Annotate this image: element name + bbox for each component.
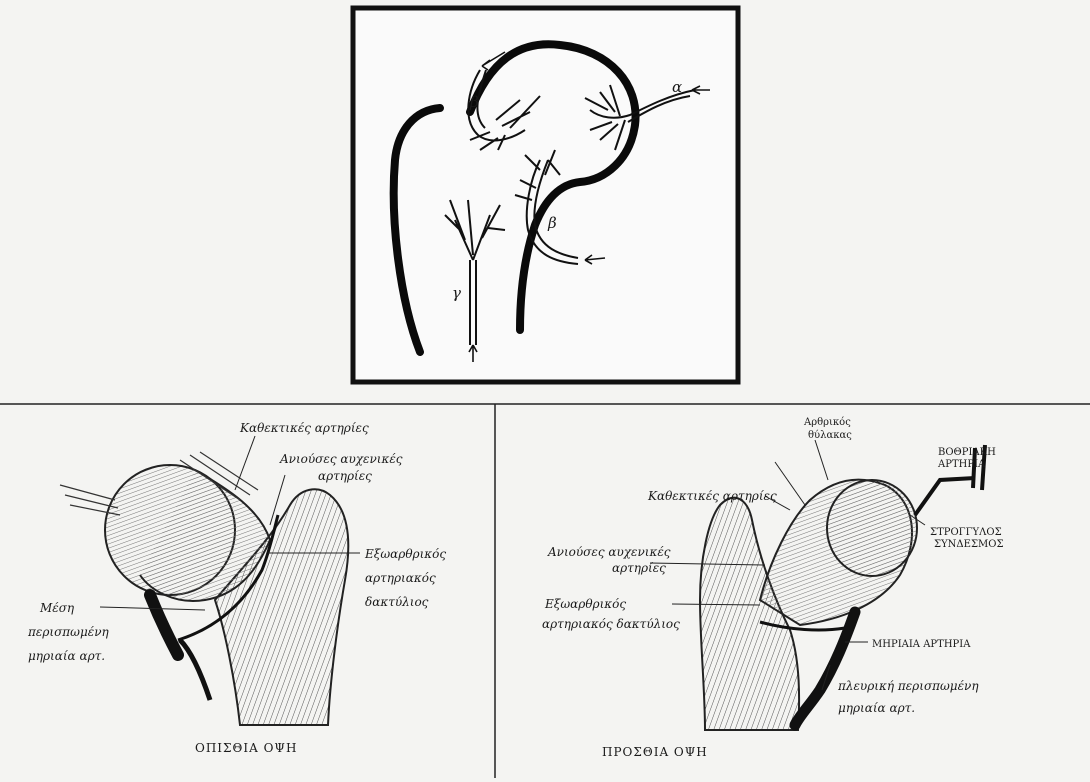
label-beta-right: β (547, 214, 557, 232)
posterior-label-extracapsular-2: αρτηριακός (365, 571, 436, 585)
posterior-view-caption: ΟΠΙΣΘΙΑ ΟΨΗ (195, 741, 297, 755)
anterior-label-foveal-1: ΒΟΘΡΙΑΚΗ (938, 447, 996, 458)
posterior-label-retinacular: Καθεκτικές αρτηρίες (239, 421, 369, 435)
posterior-medial-circumflex-artery (150, 595, 178, 655)
anterior-label-capsule-1: Αρθρικός (803, 417, 851, 428)
anterior-label-lateral-2: μηριαία αρτ. (838, 701, 915, 715)
posterior-label-ascending-1: Ανιούσες αυχενικές (279, 452, 403, 466)
anterior-label-femoral-artery: ΜΗΡΙΑΙΑ ΑΡΤΗΡΙΑ (872, 639, 971, 650)
anterior-view-caption: ΠΡΟΣΘΙΑ ΟΨΗ (602, 745, 708, 759)
anterior-label-ascending-1: Ανιούσες αυχενικές (547, 545, 671, 559)
label-gamma: γ (452, 284, 461, 302)
posterior-label-extracapsular-1: Εξωαρθρικός (364, 547, 446, 561)
posterior-label-extracapsular-3: δακτύλιος (365, 595, 429, 609)
anterior-label-foveal-2: ΑΡΤΗΡΙΑ (937, 459, 986, 470)
anterior-femoral-head (827, 480, 917, 576)
anterior-label-extracapsular-1: Εξωαρθρικός (544, 597, 626, 611)
label-alpha: α (672, 78, 682, 96)
anterior-label-ligament-1: ΣΤΡΟΓΓΥΛΟΣ (930, 527, 1002, 538)
anterior-label-extracapsular-2: αρτηριακός δακτύλιος (542, 617, 680, 631)
blood-supply-schematic: β α β γ (353, 8, 738, 382)
anterior-foveal-artery-branch (915, 478, 975, 515)
anterior-label-lateral-1: πλευρική περισπωμένη (837, 679, 979, 693)
posterior-view-panel: Καθεκτικές αρτηρίες Ανιούσες αυχενικές α… (27, 421, 446, 755)
posterior-label-ascending-2: αρτηρίες (318, 469, 372, 483)
posterior-label-medial-3: μηριαία αρτ. (28, 649, 105, 663)
posterior-label-medial-2: περισπωμένη (27, 625, 109, 639)
anterior-label-ligament-2: ΣΥΝΔΕΣΜΟΣ (934, 539, 1004, 550)
posterior-artery-descending (180, 640, 210, 700)
posterior-label-medial-1: Μέση (39, 601, 75, 615)
anterior-label-retinacular: Καθεκτικές αρτηρίες (647, 489, 777, 503)
anterior-label-ascending-2: αρτηρίες (612, 561, 666, 575)
anterior-view-panel: Αρθρικός θύλακας ΒΟΘΡΙΑΚΗ ΑΡΤΗΡΙΑ ΣΤΡΟΓΓ… (542, 417, 1004, 759)
anterior-label-capsule-2: θύλακας (808, 430, 852, 441)
label-beta-top: β (469, 93, 479, 111)
